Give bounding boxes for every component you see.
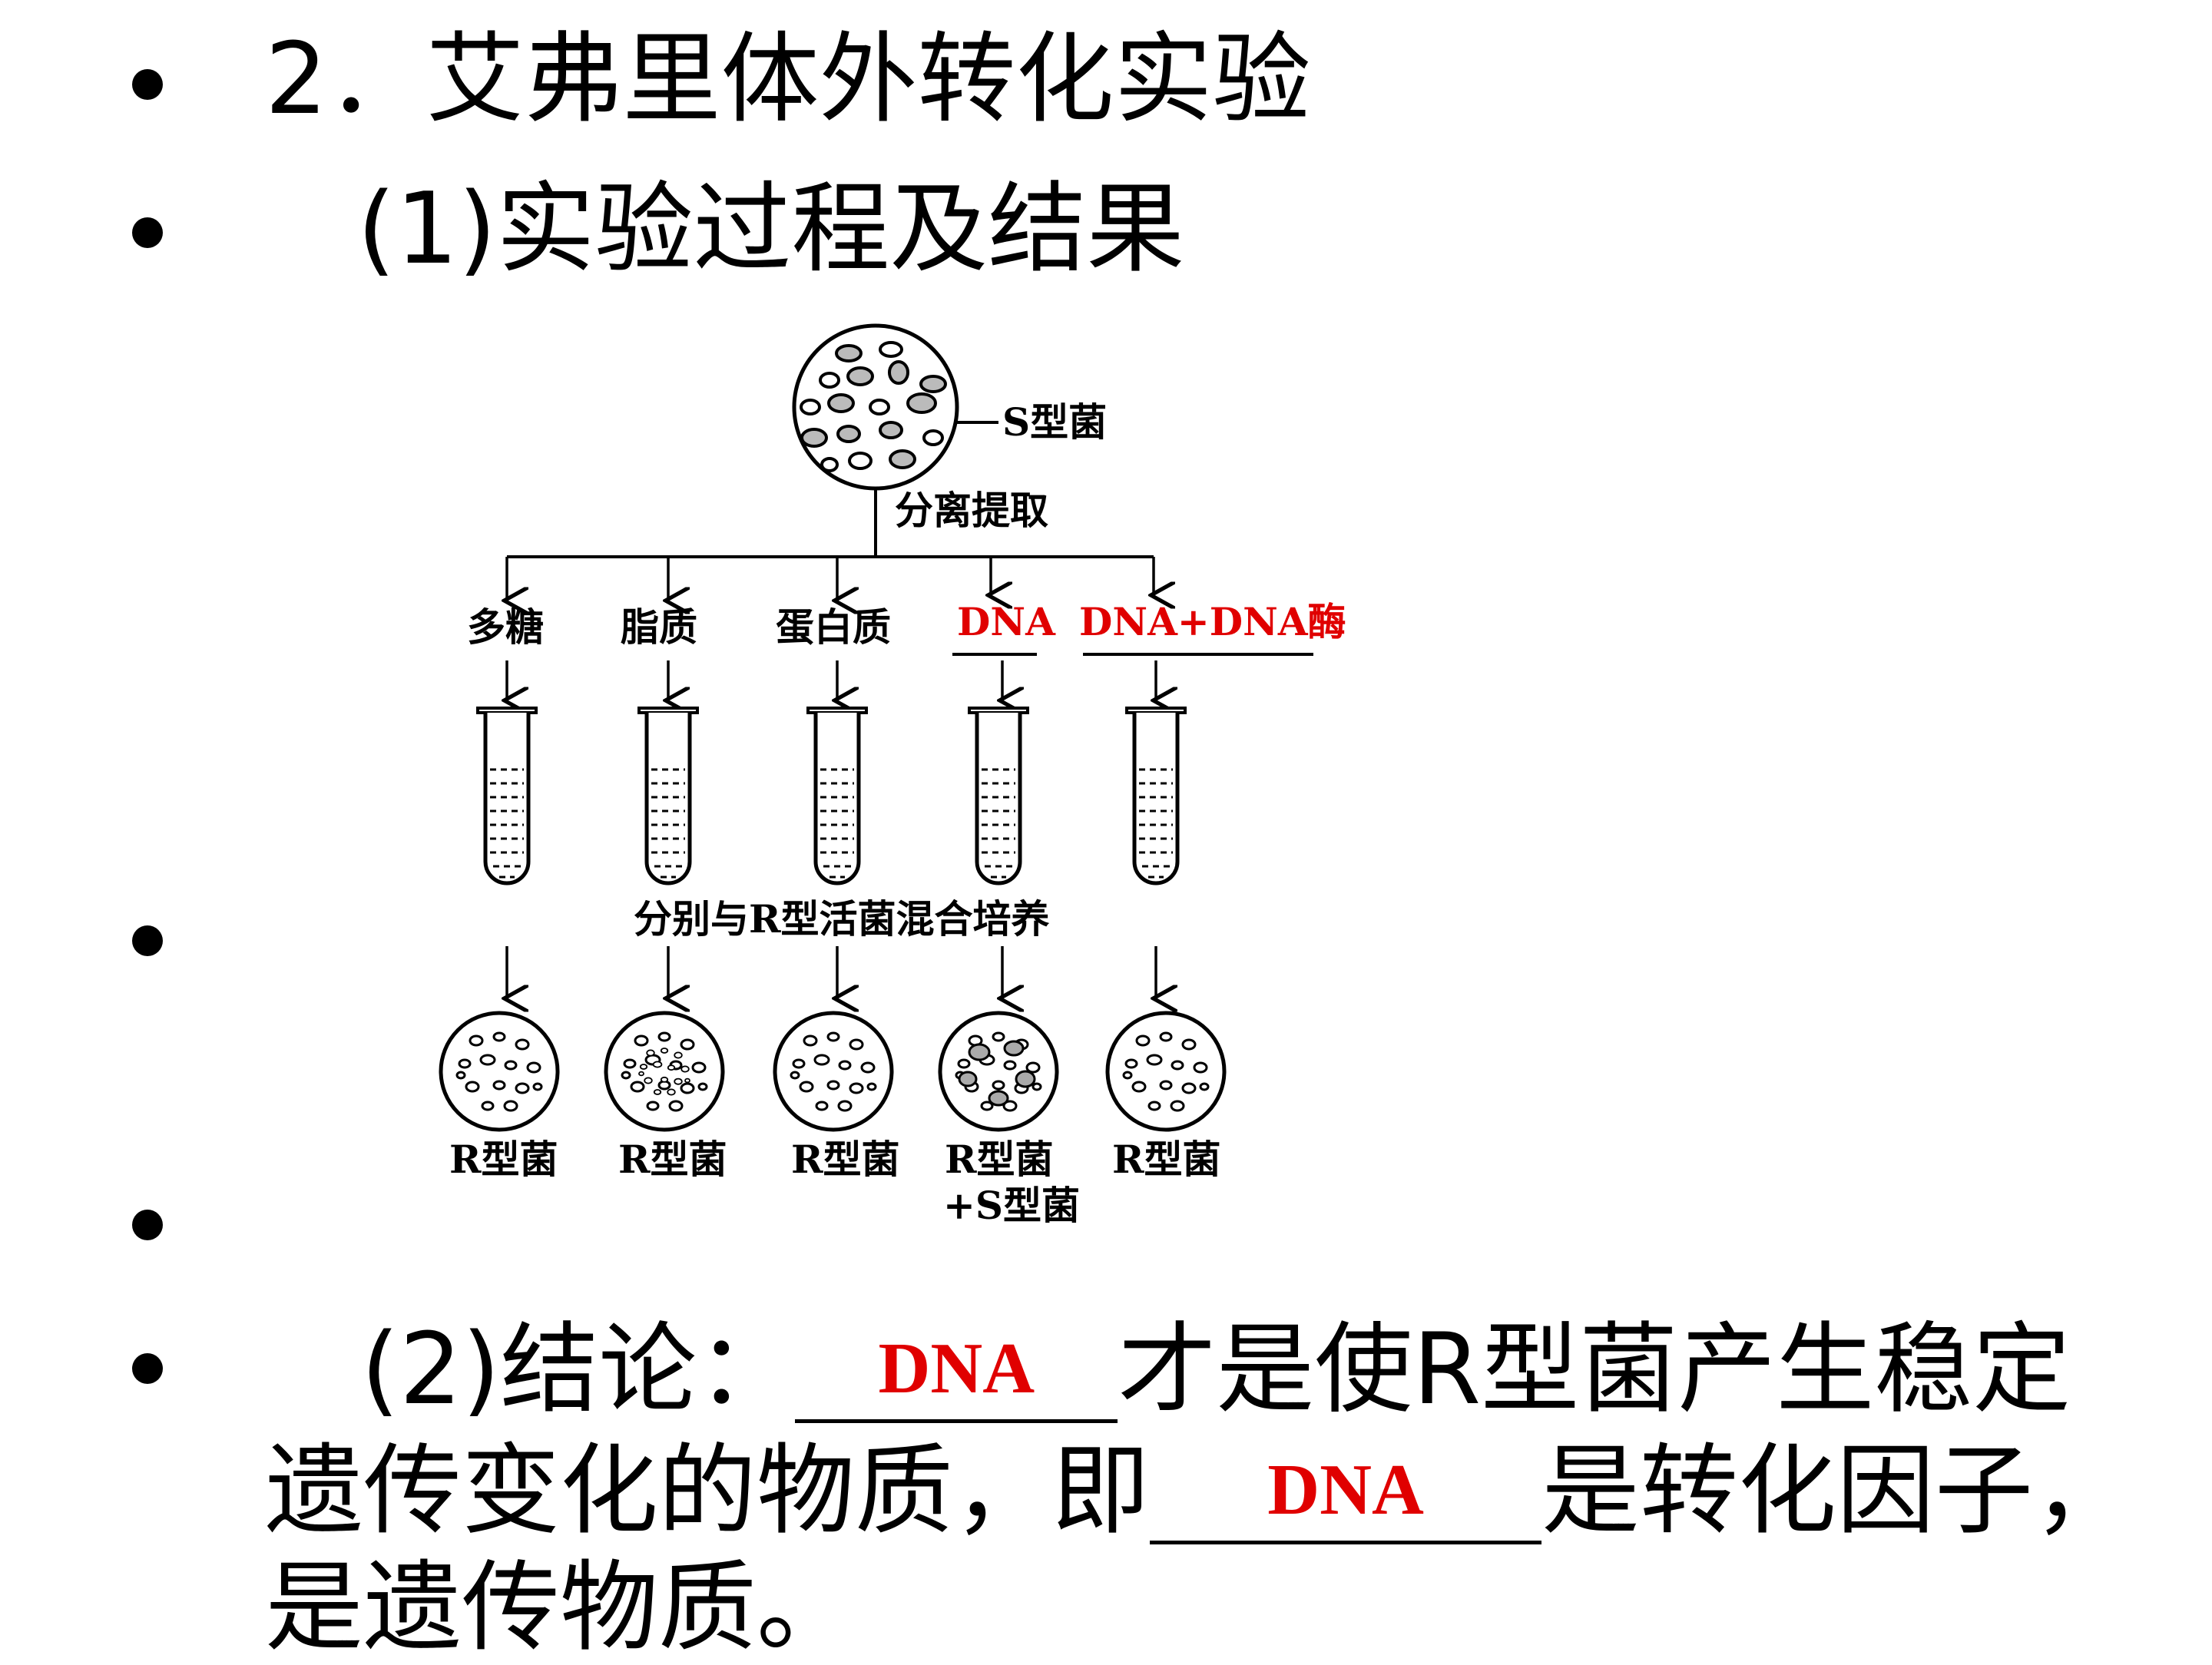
result-label-4-extra: +S型菌 [943,1183,1081,1228]
component-polysaccharide: 多糖 [467,604,544,650]
experiment-diagram: S型菌 分离提取 多糖 脂质 蛋白质 DNA DNA+DNA酶 分别与R型活菌混… [430,323,1346,1244]
answer-dna-1: DNA [878,1329,1035,1408]
extract-label: 分离提取 [895,488,1048,533]
result-label-3: R型菌 [791,1137,900,1182]
answer-blank-2: DNA [1150,1442,1542,1544]
conclusion-line-3: 是遗传物质。 [265,1551,856,1665]
conclusion-line2-end: 是转化因子， [1541,1434,2132,1548]
result-label-4: R型菌 [945,1137,1054,1182]
answer-blank-1: DNA [795,1321,1118,1423]
mix-culture-label: 分别与R型活菌混合培养 [634,896,1050,942]
diagram-graphics [439,323,1313,1132]
result-label-1: R型菌 [449,1137,558,1182]
bullet-diagram [132,925,163,956]
result-label-2: R型菌 [618,1137,727,1182]
conclusion-prefix: (2)结论： [361,1312,796,1427]
component-dna: DNA [957,599,1055,644]
bullet-empty [132,1210,163,1240]
result-label-5: R型菌 [1112,1137,1221,1182]
s-type-label: S型菌 [1002,399,1108,445]
bullet-subheading [132,217,163,248]
component-protein: 蛋白质 [776,604,891,650]
component-dna-dnase: DNA+DNA酶 [1079,599,1346,644]
section-title: (1)实验过程及结果 [357,172,1185,286]
bullet-conclusion [132,1353,163,1384]
component-lipid: 脂质 [621,604,697,650]
bullet-heading [132,69,163,100]
answer-dna-2: DNA [1267,1450,1424,1530]
conclusion-line2-start: 遗传变化的物质，即 [265,1434,1151,1548]
conclusion-middle: 才是使R型菌产生稳定 [1118,1312,2071,1427]
page-title: 2．艾弗里体外转化实验 [265,22,1311,137]
